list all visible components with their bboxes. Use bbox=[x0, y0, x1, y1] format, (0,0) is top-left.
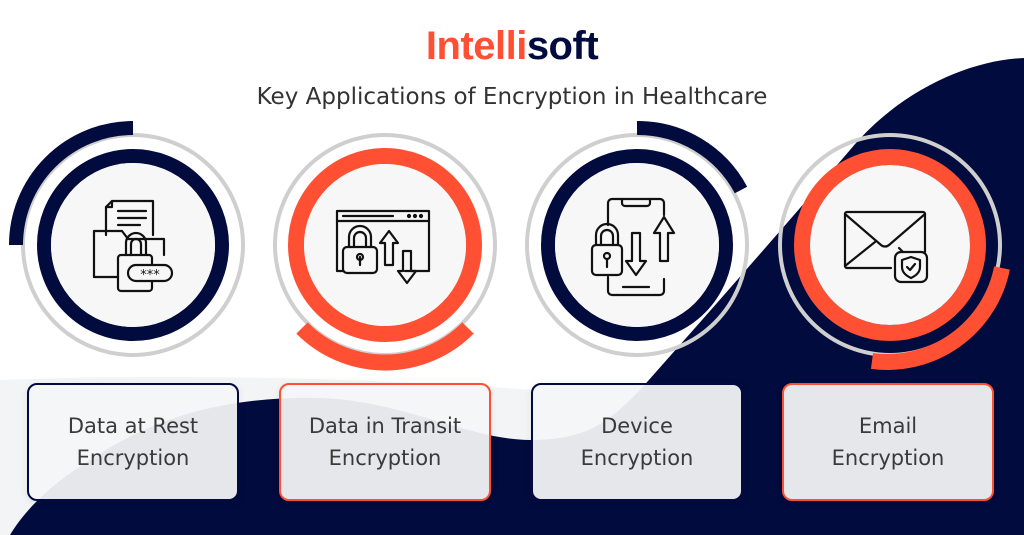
card-data-in-transit-encryption: Data in Transit Encryption bbox=[279, 383, 491, 501]
svg-text:***: *** bbox=[140, 268, 160, 283]
card-label-line1: Email bbox=[858, 414, 918, 438]
page-title: Key Applications of Encryption in Health… bbox=[256, 84, 768, 110]
card-label-line2: Encryption bbox=[580, 446, 694, 470]
card-label-line1: Data in Transit bbox=[308, 414, 462, 438]
card-data-at-rest-encryption: Data at Rest Encryption bbox=[27, 383, 239, 501]
logo-part-intelli: Intelli bbox=[425, 24, 527, 68]
card-label-line1: Data at Rest bbox=[67, 414, 199, 438]
card-device-encryption: Device Encryption bbox=[531, 383, 743, 501]
card-email-encryption: Email Encryption bbox=[782, 383, 994, 501]
card-label-line1: Device bbox=[601, 414, 673, 438]
circle-device bbox=[525, 120, 749, 357]
browser-lock-transfer-icon bbox=[335, 209, 431, 285]
card-label-line2: Encryption bbox=[76, 446, 190, 470]
card-label-line2: Encryption bbox=[831, 446, 945, 470]
intellisoft-logo: Intellisoft bbox=[0, 22, 1024, 70]
folder-lock-password-icon: *** bbox=[92, 199, 174, 293]
phone-lock-transfer-icon bbox=[590, 197, 676, 297]
card-label-line2: Encryption bbox=[328, 446, 442, 470]
logo-part-soft: soft bbox=[526, 24, 599, 68]
background-navy-swoosh bbox=[10, 58, 1024, 535]
envelope-shield-icon bbox=[843, 210, 929, 284]
circle-data-at-rest bbox=[9, 121, 245, 357]
